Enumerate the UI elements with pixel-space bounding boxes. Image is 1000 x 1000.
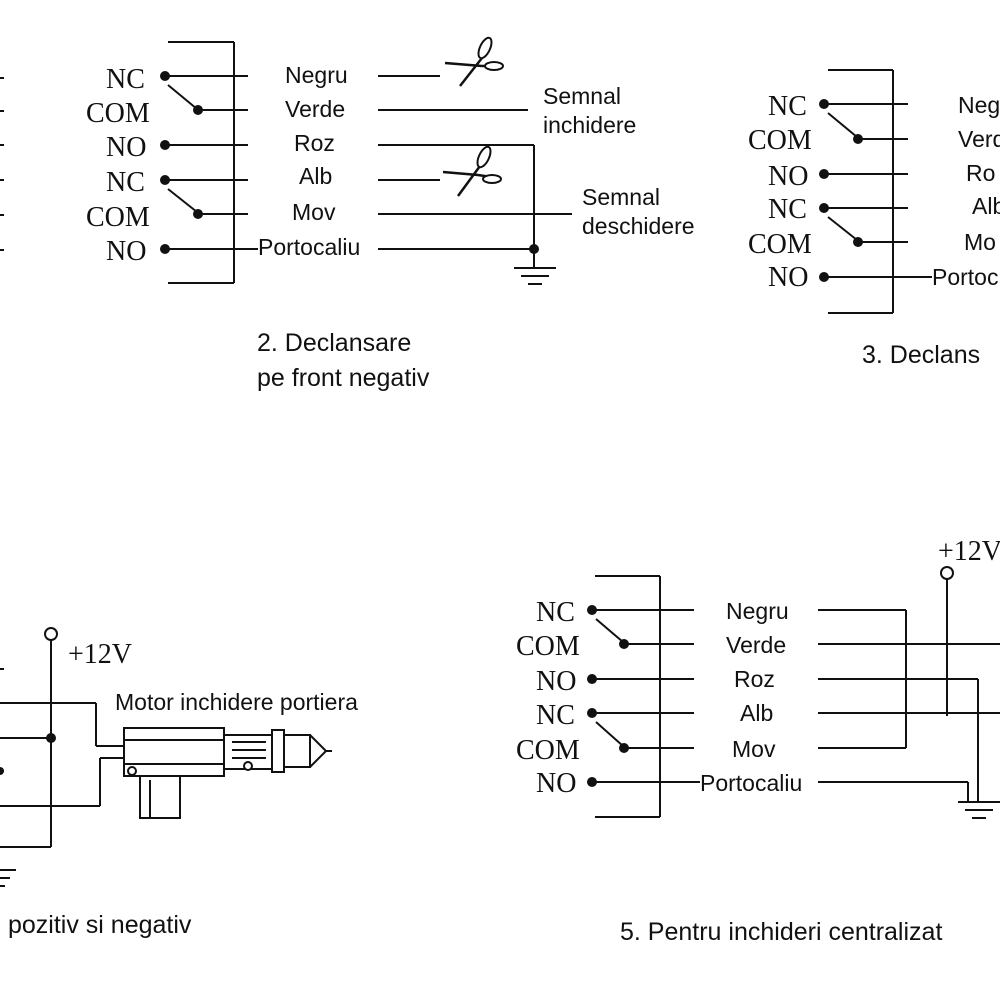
wire-label-negru: Negru bbox=[285, 62, 348, 88]
relay-label-nc: NC bbox=[768, 194, 807, 225]
relay-switch-icon bbox=[160, 71, 258, 254]
diagram-5-caption: 5. Pentru inchideri centralizat bbox=[620, 918, 942, 946]
wire-label-portocaliu: Portocaliu bbox=[700, 770, 802, 796]
relay-label-nc: NC bbox=[106, 64, 145, 95]
diagram-3: NC COM NO NC COM NO Negr Verd Ro Alb Mo … bbox=[748, 69, 1000, 369]
wire-label-verde: Verd bbox=[958, 126, 1000, 152]
diagram-2: NC COM NO NC COM NO Negru Verde Roz Alb … bbox=[86, 36, 695, 392]
diagram-4-caption: pozitiv si negativ bbox=[8, 911, 192, 939]
relay-switch-icon bbox=[819, 99, 932, 282]
relay-label-com: COM bbox=[516, 631, 580, 662]
wire-label-alb: Alb bbox=[299, 163, 332, 189]
diagram-5: NC COM NO NC COM NO Negru Verde Roz Alb … bbox=[516, 536, 1000, 946]
relay-label-com: COM bbox=[86, 98, 150, 129]
wire-label-roz: Ro bbox=[966, 160, 995, 186]
door-lock-motor-icon bbox=[123, 727, 332, 819]
wire-label-mov: Mov bbox=[292, 199, 336, 225]
diagram-4: +12V Motor inchidere portiera bbox=[0, 627, 358, 939]
motor-label: Motor inchidere portiera bbox=[115, 689, 358, 715]
relay-label-no: NO bbox=[768, 161, 808, 192]
voltage-label: +12V bbox=[68, 639, 132, 670]
diagram-2-caption: 2. Declansare bbox=[257, 329, 411, 357]
wire-label-negru: Negr bbox=[958, 92, 1000, 118]
relay-label-no: NO bbox=[536, 666, 576, 697]
wire-label-verde: Verde bbox=[726, 632, 786, 658]
wire-label-roz: Roz bbox=[734, 666, 775, 692]
relay-label-nc: NC bbox=[106, 167, 145, 198]
signal-close-label: inchidere bbox=[543, 112, 636, 138]
diagram-1-fragment bbox=[0, 77, 4, 251]
relay-label-no: NO bbox=[536, 768, 576, 799]
relay-label-no: NO bbox=[106, 132, 146, 163]
wire-label-mov: Mo bbox=[964, 229, 996, 255]
wire-label-alb: Alb bbox=[972, 193, 1000, 219]
scissors-icon bbox=[444, 36, 504, 87]
relay-label-no: NO bbox=[106, 236, 146, 267]
wire-label-alb: Alb bbox=[740, 700, 773, 726]
relay-label-com: COM bbox=[748, 229, 812, 260]
relay-label-nc: NC bbox=[536, 597, 575, 628]
wire-label-mov: Mov bbox=[732, 736, 776, 762]
signal-open-label: deschidere bbox=[582, 213, 695, 239]
diagram-2-caption: pe front negativ bbox=[257, 364, 430, 392]
ground-icon bbox=[514, 267, 556, 285]
wire-label-portocaliu: Portocaliu bbox=[258, 234, 360, 260]
voltage-label: +12V bbox=[938, 536, 1000, 567]
relay-label-com: COM bbox=[516, 735, 580, 766]
wire-label-verde: Verde bbox=[285, 96, 345, 122]
ground-icon bbox=[958, 801, 1000, 819]
relay-label-com: COM bbox=[86, 202, 150, 233]
relay-label-nc: NC bbox=[536, 700, 575, 731]
scissors-icon bbox=[442, 145, 502, 197]
relay-label-nc: NC bbox=[768, 91, 807, 122]
wire-label-roz: Roz bbox=[294, 130, 335, 156]
relay-label-no: NO bbox=[768, 262, 808, 293]
relay-switch-icon bbox=[587, 605, 700, 787]
relay-label-com: COM bbox=[748, 125, 812, 156]
wire-label-portocaliu: Portoc bbox=[932, 264, 998, 290]
wire-label-negru: Negru bbox=[726, 598, 789, 624]
ground-icon bbox=[0, 869, 16, 887]
signal-close-label: Semnal bbox=[543, 83, 621, 109]
signal-open-label: Semnal bbox=[582, 184, 660, 210]
diagram-3-caption: 3. Declans bbox=[862, 341, 980, 369]
